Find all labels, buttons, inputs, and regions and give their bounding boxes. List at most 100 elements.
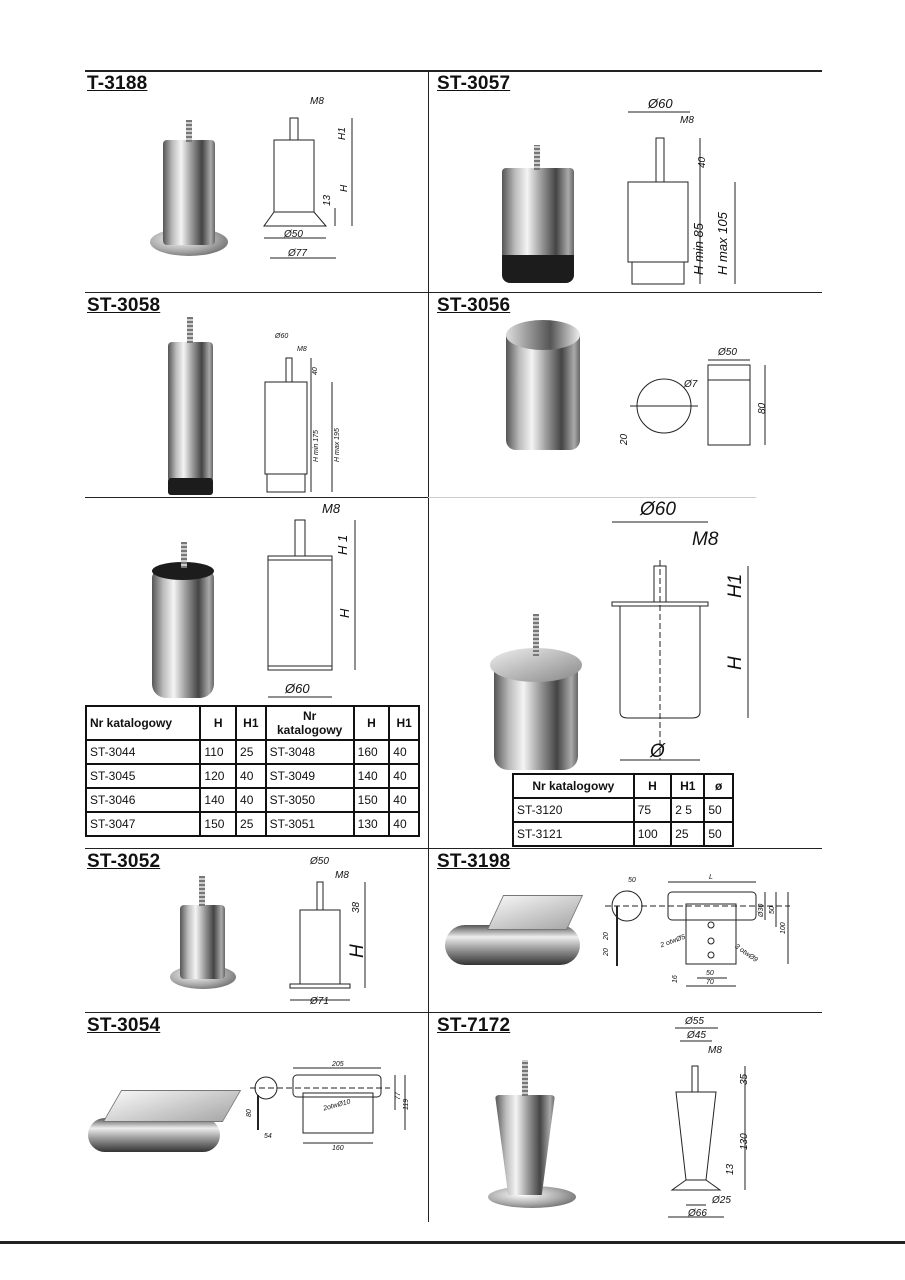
cell: ST-3050 xyxy=(264,787,355,813)
cell: 25 xyxy=(235,739,267,765)
dim-label: Ø55 xyxy=(685,1016,704,1027)
cell: 75 xyxy=(632,797,673,823)
column-header: Nr katalogowy xyxy=(84,705,202,741)
dim-label: M8 xyxy=(680,115,694,126)
column-header: H1 xyxy=(235,705,267,741)
dim-label: Ø50 xyxy=(310,856,329,867)
cell: 40 xyxy=(388,787,420,813)
cell: ST-3049 xyxy=(264,763,355,789)
dim-label: Ø25 xyxy=(712,1195,731,1206)
cell: 40 xyxy=(388,763,420,789)
table-header-row: Nr katalogowy H H1 Nr katalogowy H H1 xyxy=(84,705,420,741)
cell: 130 xyxy=(352,811,391,837)
dim-label: Ø50 xyxy=(718,347,737,358)
cell: 25 xyxy=(670,821,706,847)
cell: 2 5 xyxy=(670,797,706,823)
cell: 160 xyxy=(352,739,391,765)
dim-label: 38 xyxy=(351,901,362,913)
dim-label: Ø60 xyxy=(640,499,676,520)
cell: ST-3044 xyxy=(84,739,202,765)
column-header: Nr katalogowy xyxy=(512,773,635,799)
dim-label: 54 xyxy=(264,1133,272,1140)
technical-drawing xyxy=(611,521,749,761)
cell: ST-3045 xyxy=(84,763,202,789)
dim-label: 20 xyxy=(619,433,630,445)
dim-label: 119 xyxy=(403,1098,410,1110)
product-title: ST-3058 xyxy=(87,295,161,316)
cell: 40 xyxy=(388,811,420,837)
cell: ST-3121 xyxy=(512,821,635,847)
grid-top-line xyxy=(85,70,822,72)
dim-label: 80 xyxy=(757,402,768,414)
dim-label: H 1 xyxy=(335,534,350,555)
dim-label: Ø66 xyxy=(688,1208,707,1219)
dim-label: 100 xyxy=(780,922,787,934)
column-header: H xyxy=(632,773,673,799)
product-title: ST-3054 xyxy=(87,1015,161,1036)
cell: 100 xyxy=(632,821,673,847)
technical-drawing xyxy=(630,359,766,446)
dim-label: 35 xyxy=(739,1073,750,1085)
grid-center-divider xyxy=(428,70,429,1222)
page-footer-line xyxy=(0,1241,905,1244)
dim-label: H xyxy=(337,608,352,618)
dim-label: 40 xyxy=(312,367,319,375)
dim-label: Ø71 xyxy=(310,996,329,1007)
product-title: T-3188 xyxy=(87,73,148,94)
dim-label: 2otwØ10 xyxy=(322,1098,352,1113)
dim-label: H1 xyxy=(725,573,746,598)
dim-label: Ø45 xyxy=(687,1030,706,1041)
dim-label: 16 xyxy=(672,975,679,983)
dim-label: 205 xyxy=(332,1061,344,1068)
cell: 150 xyxy=(199,811,238,837)
column-header: H1 xyxy=(670,773,706,799)
cell: 110 xyxy=(199,739,238,765)
dim-label: M8 xyxy=(322,501,341,516)
dim-label: 50 xyxy=(628,877,636,884)
dim-label: 40 xyxy=(697,156,708,168)
dim-label: H max 105 xyxy=(715,212,730,275)
column-header: Nr katalogowy xyxy=(264,705,355,741)
dim-label: M8 xyxy=(692,529,719,550)
dim-label: M8 xyxy=(310,96,324,107)
cell: 40 xyxy=(235,763,267,789)
dim-label: 2 otwØ5 xyxy=(659,933,687,950)
cell: 50 xyxy=(703,821,734,847)
dim-label: 160 xyxy=(332,1145,344,1152)
dim-label: 50 xyxy=(769,906,776,914)
grid-row-line xyxy=(85,848,822,849)
cell: 140 xyxy=(352,763,391,789)
product-title: ST-7172 xyxy=(437,1015,511,1036)
dim-label: Ø xyxy=(650,741,665,762)
grid-row-line xyxy=(85,1012,822,1013)
technical-drawing xyxy=(605,881,790,987)
cell: 50 xyxy=(703,797,734,823)
dim-label: 3 otwØ9 xyxy=(733,943,759,964)
technical-drawing xyxy=(627,111,736,285)
cell: ST-3120 xyxy=(512,797,635,823)
technical-drawing xyxy=(289,881,366,1001)
dim-label: 80 xyxy=(246,1109,253,1117)
grid-row-line xyxy=(428,497,756,498)
cell: 120 xyxy=(199,763,238,789)
dim-label: H min 175 xyxy=(313,430,320,462)
dim-label: L xyxy=(709,874,713,881)
column-header: H xyxy=(352,705,391,741)
dim-label: 50 xyxy=(706,970,714,977)
dim-label: 20 xyxy=(603,948,610,956)
dim-label: H xyxy=(339,184,350,192)
cell: 40 xyxy=(235,787,267,813)
dim-label: M8 xyxy=(335,870,349,881)
grid-row-line xyxy=(85,497,428,498)
dim-label: Ø50 xyxy=(284,229,303,240)
technical-drawing xyxy=(263,117,353,259)
dim-label: H max 195 xyxy=(334,428,341,462)
technical-drawing xyxy=(250,1067,406,1144)
product-title: ST-3057 xyxy=(437,73,511,94)
